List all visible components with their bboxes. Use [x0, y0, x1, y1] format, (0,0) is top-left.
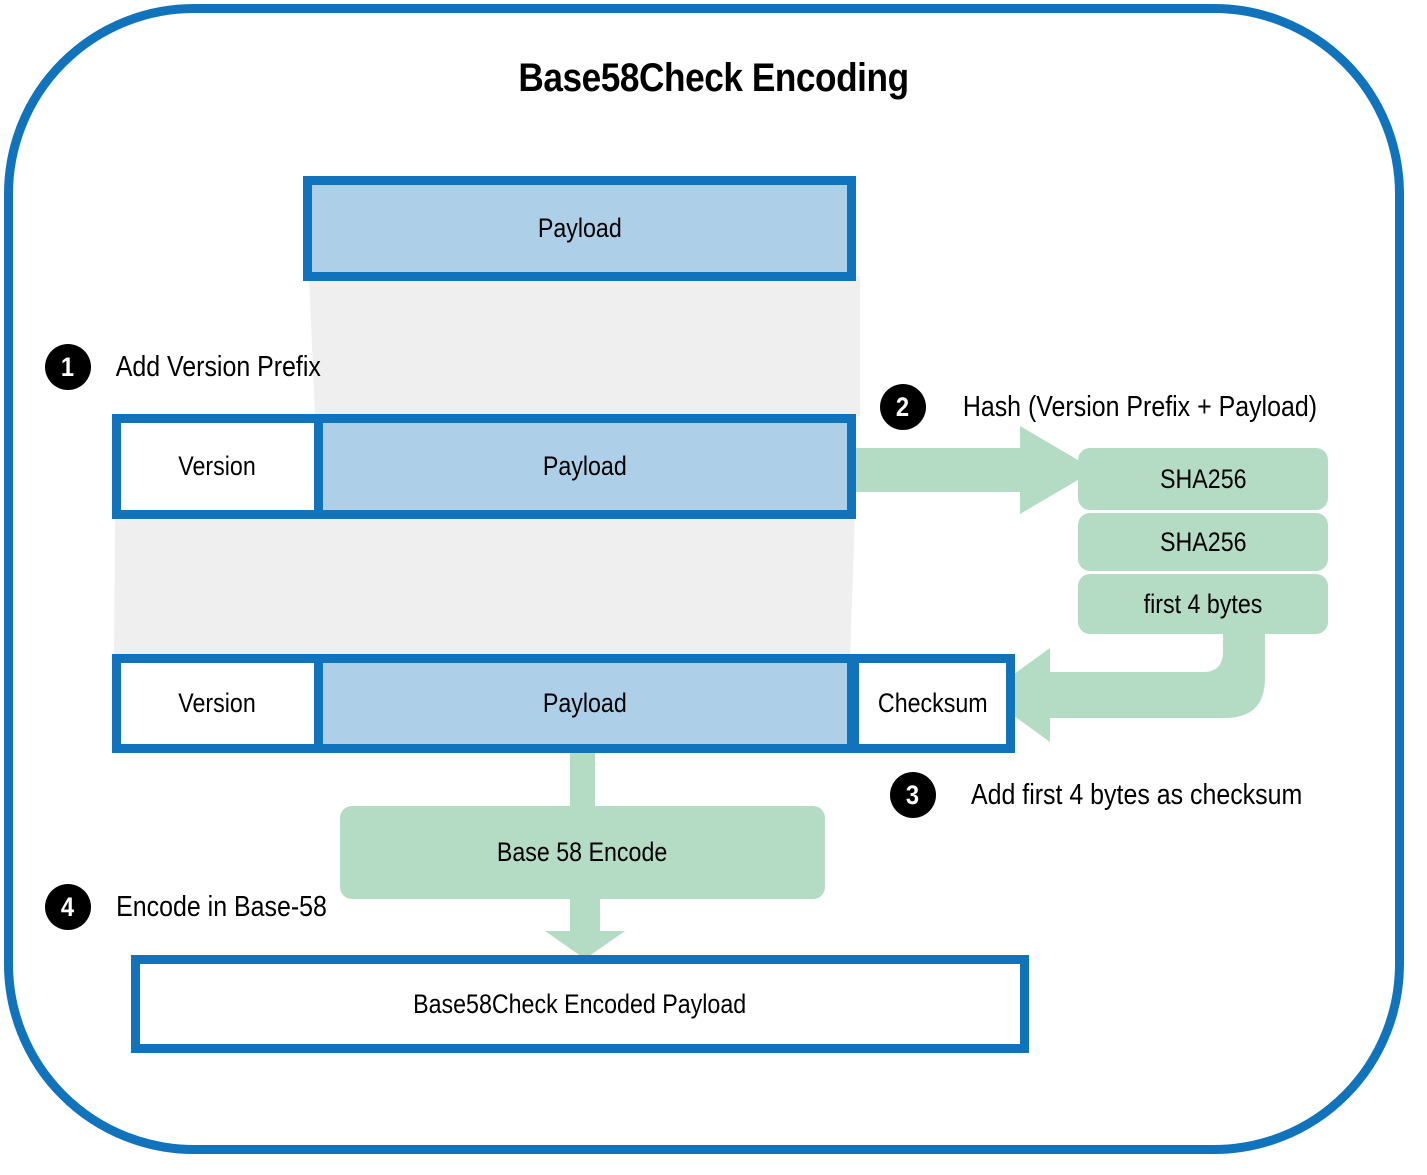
- outer-frame: [4, 4, 1404, 1154]
- step-4[interactable]: 4 Encode in Base-58: [45, 884, 344, 930]
- version-label-row3: Version: [178, 688, 257, 718]
- arrow-encode-to-final: [545, 897, 625, 959]
- step-4-badge: 4: [45, 884, 91, 930]
- step-4-label: Encode in Base-58: [116, 890, 327, 923]
- step-1-label: Add Version Prefix: [115, 350, 321, 383]
- gray-connector-top: [309, 276, 860, 416]
- row-version-payload[interactable]: Version Payload: [112, 414, 856, 519]
- step-2-label-wrap: Hash (Version Prefix + Payload): [934, 391, 1346, 424]
- page-title: Base58Check Encoding: [518, 56, 909, 100]
- arrow-payload-to-sha256: [845, 426, 1095, 514]
- hash-box-sha256-1-label: SHA256: [1159, 463, 1247, 494]
- hash-box-first-4-bytes-label: first 4 bytes: [1143, 588, 1263, 619]
- hash-box-sha256-2[interactable]: SHA256: [1078, 513, 1328, 571]
- checksum-cell-row3[interactable]: Checksum: [850, 654, 1015, 753]
- row-version-payload-checksum[interactable]: Version Payload: [112, 654, 856, 753]
- step-4-number: 4: [61, 891, 75, 922]
- payload-box-top[interactable]: Payload: [303, 176, 856, 281]
- step-1-label-wrap: Add Version Prefix: [99, 351, 338, 384]
- final-output-label: Base58Check Encoded Payload: [413, 988, 747, 1019]
- connector-row3-to-encode: [570, 753, 595, 815]
- step-3[interactable]: 3 Add first 4 bytes as checksum: [890, 772, 1329, 818]
- step-2[interactable]: 2 Hash (Version Prefix + Payload): [880, 384, 1346, 430]
- step-1-number: 1: [61, 351, 75, 382]
- step-3-label: Add first 4 bytes as checksum: [970, 778, 1303, 811]
- base58-encode-label: Base 58 Encode: [497, 837, 668, 867]
- payload-cell-row2[interactable]: Payload: [314, 414, 856, 519]
- step-4-label-wrap: Encode in Base-58: [99, 891, 344, 924]
- version-cell-row2[interactable]: Version: [121, 423, 314, 510]
- hash-box-sha256-2-label: SHA256: [1159, 526, 1247, 557]
- step-3-badge: 3: [890, 772, 936, 818]
- version-label-row2: Version: [178, 451, 257, 481]
- step-3-label-wrap: Add first 4 bytes as checksum: [944, 779, 1329, 812]
- step-2-label: Hash (Version Prefix + Payload): [962, 390, 1318, 423]
- gray-connector-bottom: [114, 514, 855, 660]
- final-output-box[interactable]: Base58Check Encoded Payload: [131, 955, 1029, 1053]
- step-2-number: 2: [896, 391, 910, 422]
- arrow-first4-to-checksum: [985, 620, 1265, 742]
- hash-box-first-4-bytes[interactable]: first 4 bytes: [1078, 574, 1328, 634]
- step-3-number: 3: [906, 779, 920, 810]
- step-2-badge: 2: [880, 384, 926, 430]
- payload-label: Payload: [537, 213, 622, 243]
- base58-encode-box[interactable]: Base 58 Encode: [340, 806, 825, 899]
- hash-box-sha256-1[interactable]: SHA256: [1078, 448, 1328, 510]
- payload-label-row2: Payload: [543, 451, 627, 481]
- step-1-badge: 1: [45, 344, 91, 390]
- step-1[interactable]: 1 Add Version Prefix: [45, 344, 338, 390]
- checksum-label-row3: Checksum: [877, 688, 988, 718]
- version-cell-row3[interactable]: Version: [121, 663, 314, 744]
- payload-label-row3: Payload: [543, 688, 627, 718]
- payload-cell-row3[interactable]: Payload: [314, 654, 856, 753]
